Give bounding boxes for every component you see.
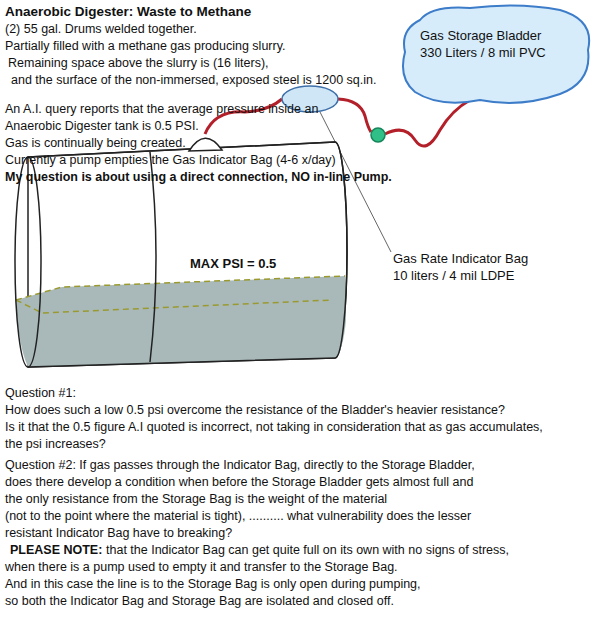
question-text: And in this case the line is to the Stor… bbox=[5, 577, 421, 592]
title: Anaerobic Digester: Waste to Methane bbox=[5, 4, 251, 19]
question-text: the only resistance from the Storage Bag… bbox=[5, 492, 387, 507]
bladder-shape bbox=[403, 5, 589, 102]
slurry-surface bbox=[16, 300, 332, 313]
pressure-label: MAX PSI = 0.5 bbox=[190, 256, 276, 271]
note-text: Remaining space above the slurry is (16 … bbox=[8, 56, 269, 71]
question-text: How does such a low 0.5 psi overcome the… bbox=[5, 403, 505, 418]
question-text: resistant Indicator Bag have to breaking… bbox=[5, 526, 232, 541]
question-text: Question #2: If gas passes through the I… bbox=[5, 458, 475, 473]
note-text: Anaerobic Digester tank is 0.5 PSI. bbox=[5, 119, 199, 134]
callout-label: Gas Rate Indicator Bag bbox=[393, 251, 528, 266]
question-text: PLEASE NOTE: bbox=[10, 543, 102, 558]
note-text: An A.I. query reports that the average p… bbox=[5, 102, 318, 117]
gas-dome bbox=[189, 138, 222, 151]
note-text: Currently a pump empties the Gas Indicat… bbox=[5, 153, 336, 168]
gas-hose bbox=[385, 100, 470, 146]
valve bbox=[371, 128, 385, 142]
note-text: My question is about using a direct conn… bbox=[5, 170, 392, 185]
question-text: (not to the point where the material is … bbox=[5, 509, 471, 524]
bladder-label: 330 Liters / 8 mil PVC bbox=[420, 45, 546, 60]
question-text: so both the Indicator Bag and Storage Ba… bbox=[5, 594, 394, 609]
drum-end bbox=[15, 157, 41, 367]
note-text: (2) 55 gal. Drums welded together. bbox=[5, 22, 197, 37]
question-text: Question #1: bbox=[5, 386, 76, 401]
question-text: the psi increases? bbox=[5, 437, 106, 452]
note-text: and the surface of the non-immersed, exp… bbox=[11, 73, 377, 88]
slurry-surface bbox=[16, 276, 345, 300]
bladder-label: Gas Storage Bladder bbox=[420, 28, 541, 43]
question-text: when there is a pump used to empty it an… bbox=[5, 560, 398, 575]
gas-hose bbox=[338, 99, 371, 132]
callout-label: 10 liters / 4 mil LDPE bbox=[393, 268, 514, 283]
storage-bladder: Gas Storage Bladder 330 Liters / 8 mil PV… bbox=[398, 2, 594, 112]
question-text: Is it that the 0.5 figure A.I quoted is … bbox=[5, 420, 543, 435]
note-text: Gas is continually being created. bbox=[5, 136, 186, 151]
slurry bbox=[16, 276, 346, 367]
question-text: that the Indicator Bag can get quite ful… bbox=[106, 543, 509, 558]
note-text: Partially filled with a methane gas prod… bbox=[5, 39, 285, 54]
question-text: does there develop a condition when befo… bbox=[5, 475, 473, 490]
